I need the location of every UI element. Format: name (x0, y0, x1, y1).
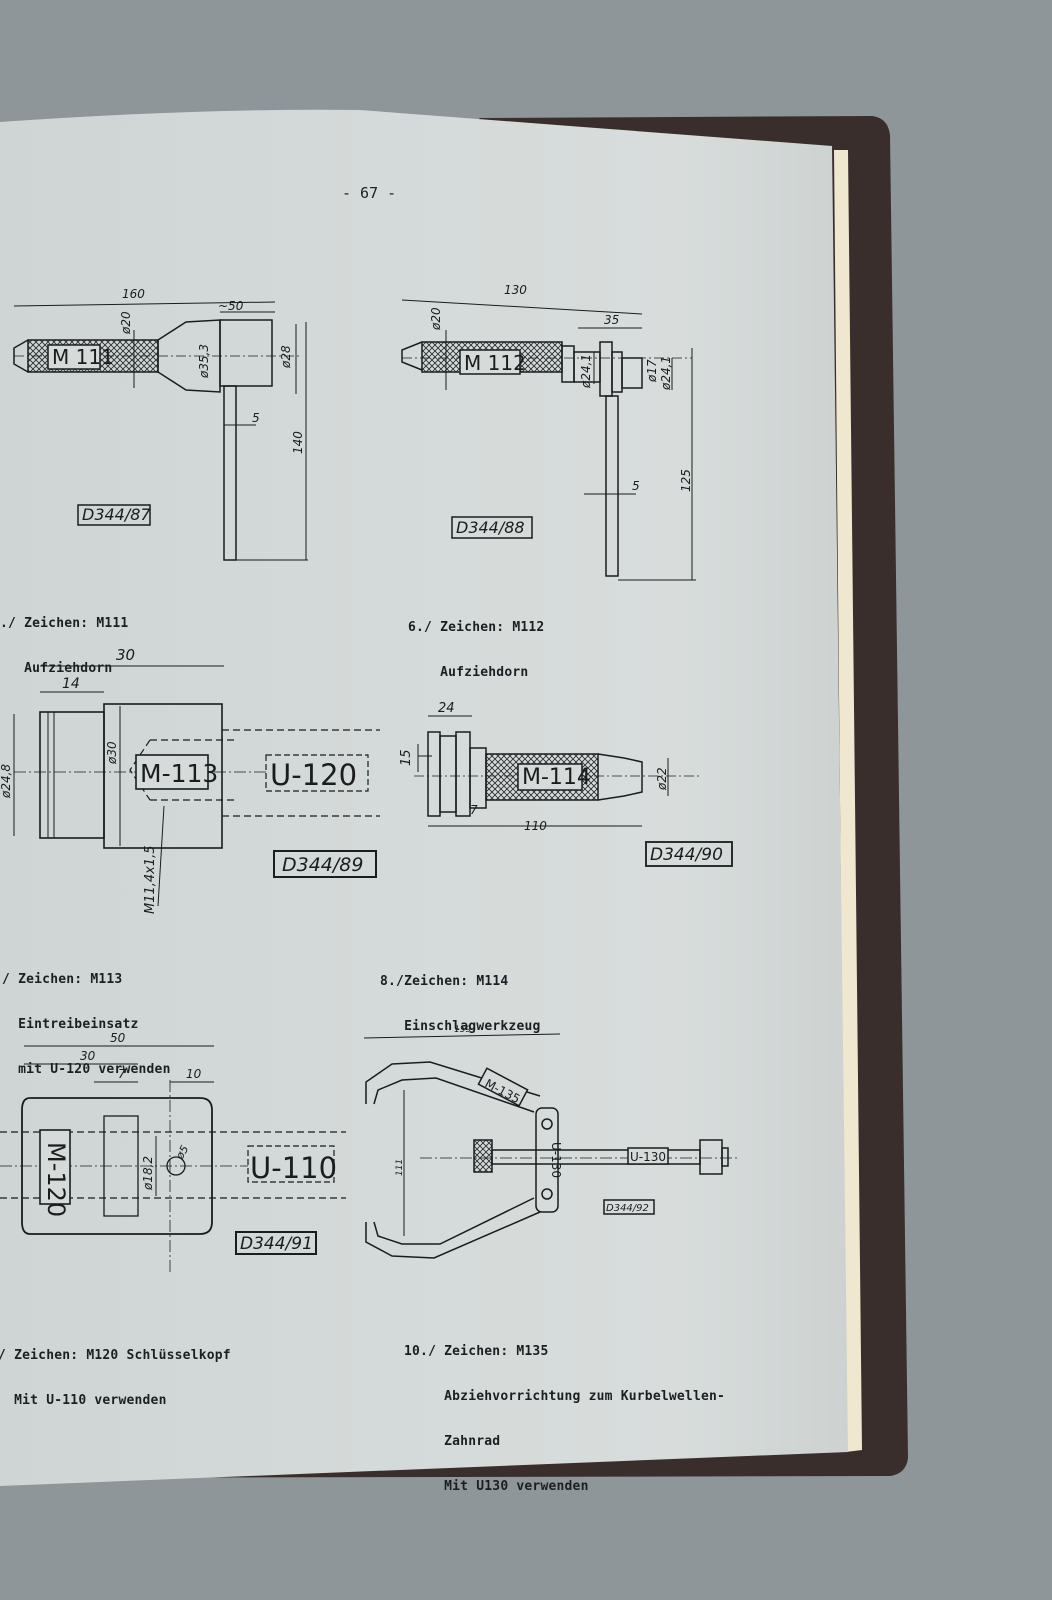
dim-d28: ø28 (279, 345, 293, 369)
dim-130: 130 (504, 283, 527, 297)
dim-50: ~50 (218, 299, 244, 313)
dim-d5: ø5 (173, 1143, 192, 1162)
label-u110: U-110 (250, 1151, 337, 1185)
dim-d22: ø22 (655, 767, 669, 791)
ref-d344-92: D344/92 (606, 1203, 649, 1214)
dim-7-a: 7 (470, 803, 478, 817)
dim-5-b: 5 (632, 479, 640, 493)
dim-d241-a: ø24,1 (579, 354, 593, 389)
dim-50-b: 50 (110, 1031, 126, 1045)
dim-30-b: 30 (80, 1049, 96, 1063)
ref-d344-88: D344/88 (456, 518, 525, 537)
ref-d344-89: D344/89 (282, 854, 363, 876)
label-m111: M 111 (52, 345, 114, 369)
dim-160: 160 (122, 287, 145, 301)
dim-d182: ø18,2 (141, 1156, 155, 1191)
caption-9: 9./ Zeichen: M120 Schlüsselkopf Mit U-11… (0, 1348, 231, 1408)
caption-7: 7./ Zeichen: M113 Eintreibeinsatz mit U-… (0, 972, 171, 1077)
dim-5-a: 5 (252, 411, 260, 425)
ref-d344-87: D344/87 (82, 505, 151, 524)
drawing-d344-87 (13, 301, 308, 561)
dim-14: 14 (62, 676, 80, 692)
dim-30-a: 30 (116, 646, 135, 664)
dim-d241-b: ø24,1 (659, 356, 673, 391)
drawing-d344-89 (13, 665, 380, 907)
label-u120: U-120 (270, 758, 357, 792)
dim-d30: ø30 (105, 741, 119, 765)
label-m120: M-120 (42, 1142, 70, 1217)
caption-10: 10./ Zeichen: M135 Abziehvorrichtung zum… (404, 1344, 726, 1494)
dim-d17: ø17 (645, 359, 659, 383)
dim-110: 110 (524, 819, 547, 833)
dim-thread: M11,4x1,5 (143, 845, 158, 914)
page-number: - 67 - (342, 184, 397, 202)
dim-111: 111 (395, 1159, 405, 1176)
dim-35: 35 (604, 313, 619, 327)
label-u130-a: U-130 (549, 1142, 563, 1178)
dim-125: 125 (679, 469, 693, 492)
caption-6: 6./ Zeichen: M112 Aufziehdorn (408, 620, 545, 680)
label-m114: M-114 (522, 765, 591, 790)
dim-d20-b: ø20 (429, 307, 443, 331)
dim-15: 15 (399, 749, 414, 766)
drawing-d344-88 (401, 299, 696, 581)
page-edges (834, 150, 862, 1452)
label-m113: M-113 (140, 759, 218, 788)
drawing-d344-90 (414, 715, 733, 867)
drawing-d344-91 (0, 1045, 346, 1272)
dim-10: 10 (186, 1067, 202, 1081)
ref-d344-90: D344/90 (650, 845, 723, 865)
caption-5: 5./ Zeichen: M111 Aufziehdorn (0, 616, 129, 676)
dim-d248: ø24,8 (0, 764, 13, 799)
ref-d344-91: D344/91 (240, 1234, 313, 1254)
dim-d353: ø35,3 (197, 344, 211, 379)
dim-140: 140 (291, 431, 305, 454)
caption-8: 8./Zeichen: M114 Einschlagwerkzeug (380, 974, 541, 1034)
label-m112: M 112 (464, 351, 526, 375)
label-u130-b: U-130 (630, 1150, 666, 1164)
dim-d20-a: ø20 (119, 311, 133, 335)
drawing-d344-92 (363, 1033, 740, 1259)
dim-24: 24 (438, 701, 455, 716)
dim-7-b: 7 (118, 1067, 126, 1081)
dim-159: 159 (454, 1025, 471, 1035)
